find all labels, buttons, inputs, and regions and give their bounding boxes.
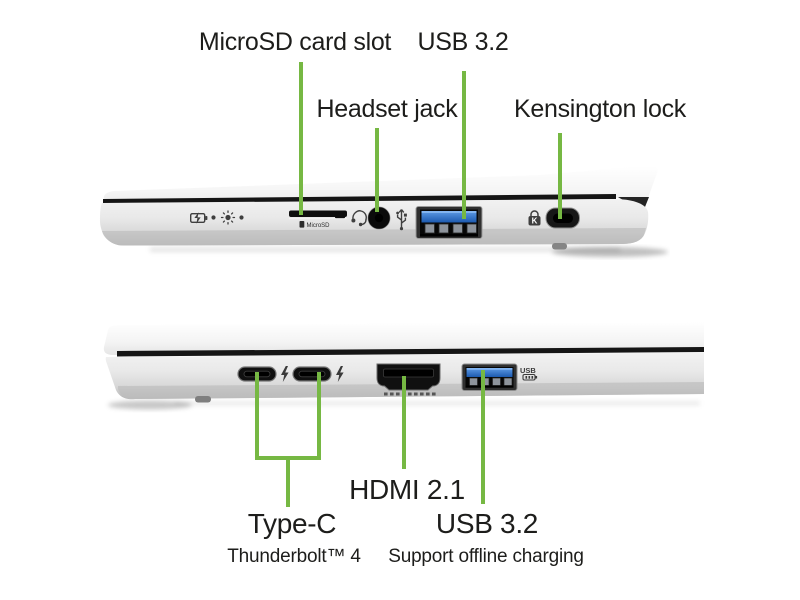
usb-32-bottom-label: USB 3.2 (435, 508, 539, 539)
usb-a-port-bottom (461, 363, 518, 391)
usb-32-top-label: USB 3.2 (417, 28, 509, 56)
kensington-lock-slot (545, 207, 580, 229)
kensington-lock-label: Kensington lock (513, 95, 687, 123)
rubber-foot (195, 396, 211, 403)
usb-icon (396, 209, 407, 231)
bottom-edge-illustration: USB (103, 322, 705, 410)
leader-stem-usbc (286, 460, 290, 507)
leader-line-usb-top (462, 71, 466, 219)
bottom-edge-shadow (108, 400, 700, 410)
hdmi-vent-dashes (384, 392, 436, 396)
hdmi-label: HDMI 2.1 (349, 474, 465, 505)
leader-line-usbc-2 (317, 372, 321, 460)
bottom-edge-lid (103, 322, 704, 355)
usb-a-port-top (415, 206, 483, 239)
leader-line-headset (375, 128, 379, 212)
usb-pins (424, 223, 477, 234)
leader-line-kensington (558, 133, 562, 219)
support-offline-charging-label: Support offline charging (388, 546, 584, 567)
headset-icon (351, 210, 367, 227)
microsd-card-slot: MicroSD (289, 210, 347, 229)
leader-line-usb-bottom (481, 370, 485, 504)
headset-jack-label: Headset jack (316, 95, 458, 123)
thunderbolt-icon-2 (336, 366, 344, 382)
hdmi-port (376, 363, 441, 391)
kensington-lock-icon: K (528, 210, 541, 226)
power-indicator-icon (220, 210, 236, 225)
top-edge-shadow (150, 247, 668, 257)
kensington-k-marking: K (532, 217, 538, 226)
microsd-logo-icon (299, 221, 305, 228)
power-led (239, 215, 244, 220)
microsd-marking: MicroSD (307, 223, 331, 229)
battery-charging-icon (189, 212, 208, 224)
charging-led (211, 215, 216, 220)
bottom-edge-gap-line (117, 347, 704, 357)
leader-line-hdmi (402, 376, 406, 469)
leader-bracket-usbc (255, 456, 321, 460)
usb-charging-icon: USB (520, 366, 538, 381)
microsd-card-slot-label: MicroSD card slot (198, 28, 392, 56)
top-edge-gap-line (103, 194, 616, 204)
rubber-foot (552, 243, 567, 250)
usb-charging-marking: USB (520, 366, 536, 375)
thunderbolt-icon-1 (281, 366, 289, 382)
type-c-label: Type-C (247, 508, 337, 539)
thunderbolt-sub-label: Thunderbolt™ 4 (227, 546, 361, 567)
leader-line-usbc-1 (255, 372, 259, 460)
leader-line-microsd (299, 62, 303, 215)
top-edge-illustration: MicroSD (100, 166, 668, 257)
usb-c-port-2 (292, 366, 332, 382)
headset-jack-port (367, 206, 391, 230)
